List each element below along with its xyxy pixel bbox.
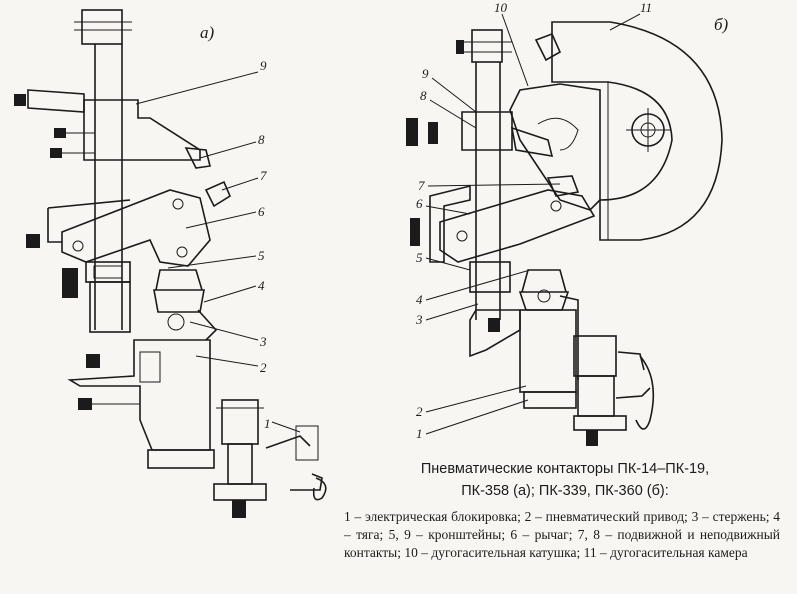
figure-b bbox=[406, 21, 723, 446]
lock-1-a bbox=[221, 399, 259, 445]
caption-title-line-2: ПК-358 (а); ПК-339, ПК-360 (б): bbox=[461, 483, 669, 499]
subfigure-label-a: а) bbox=[200, 23, 215, 42]
callout-a-1: 1 bbox=[264, 416, 271, 431]
callout-b-6: 6 bbox=[416, 196, 423, 211]
callout-a-3: 3 bbox=[259, 334, 267, 349]
callout-b-10: 10 bbox=[494, 0, 508, 15]
link-4-a bbox=[197, 309, 218, 341]
callout-b-4: 4 bbox=[416, 292, 423, 307]
callout-a-8: 8 bbox=[258, 132, 265, 147]
contact-8-a bbox=[184, 147, 211, 169]
callout-a-7: 7 bbox=[260, 168, 267, 183]
rod-3-a bbox=[153, 269, 205, 313]
figure-caption: Пневматические контакторы ПК-14–ПК-19, П… bbox=[340, 458, 790, 562]
caption-description: 1 – электрическая блокировка; 2 – пневма… bbox=[344, 509, 780, 560]
bracket-5-b bbox=[469, 261, 511, 293]
lever-6-a bbox=[61, 189, 211, 267]
callout-a-2: 2 bbox=[260, 360, 267, 375]
bracket-9-a bbox=[83, 99, 201, 161]
callout-b-9: 9 bbox=[422, 66, 429, 81]
caption-title-line-1: Пневматические контакторы ПК-14–ПК-19, bbox=[420, 461, 710, 477]
callout-b-7: 7 bbox=[418, 178, 425, 193]
pneumatic-drive-2-a bbox=[67, 339, 211, 451]
callout-a-4: 4 bbox=[258, 278, 265, 293]
callout-a-6: 6 bbox=[258, 204, 265, 219]
callout-leaders-b bbox=[425, 13, 641, 435]
pneumatic-drive-2-b bbox=[519, 309, 577, 393]
callout-leaders-a bbox=[135, 71, 301, 433]
subfigure-label-b: б) bbox=[714, 15, 729, 34]
lock-1-b bbox=[573, 335, 617, 377]
callout-b-3: 3 bbox=[415, 312, 423, 327]
callout-b-8: 8 bbox=[420, 88, 427, 103]
callout-a-5: 5 bbox=[258, 248, 265, 263]
arc-coil-10-b bbox=[509, 83, 601, 211]
contact-8-b bbox=[510, 126, 554, 157]
callout-b-5: 5 bbox=[416, 250, 423, 265]
bracket-9-b bbox=[461, 111, 513, 151]
contact-7-a bbox=[204, 180, 232, 208]
top-terminal-a bbox=[81, 9, 123, 45]
bracket-5-a bbox=[85, 261, 131, 283]
callout-a-9: 9 bbox=[260, 58, 267, 73]
callout-b-1: 1 bbox=[416, 426, 423, 441]
contact-7-b bbox=[546, 175, 580, 197]
arc-chute-11-b bbox=[551, 21, 723, 241]
callout-b-11: 11 bbox=[640, 0, 652, 15]
link-4-b bbox=[559, 295, 579, 380]
callout-b-2: 2 bbox=[416, 404, 423, 419]
figure-a bbox=[14, 9, 327, 518]
